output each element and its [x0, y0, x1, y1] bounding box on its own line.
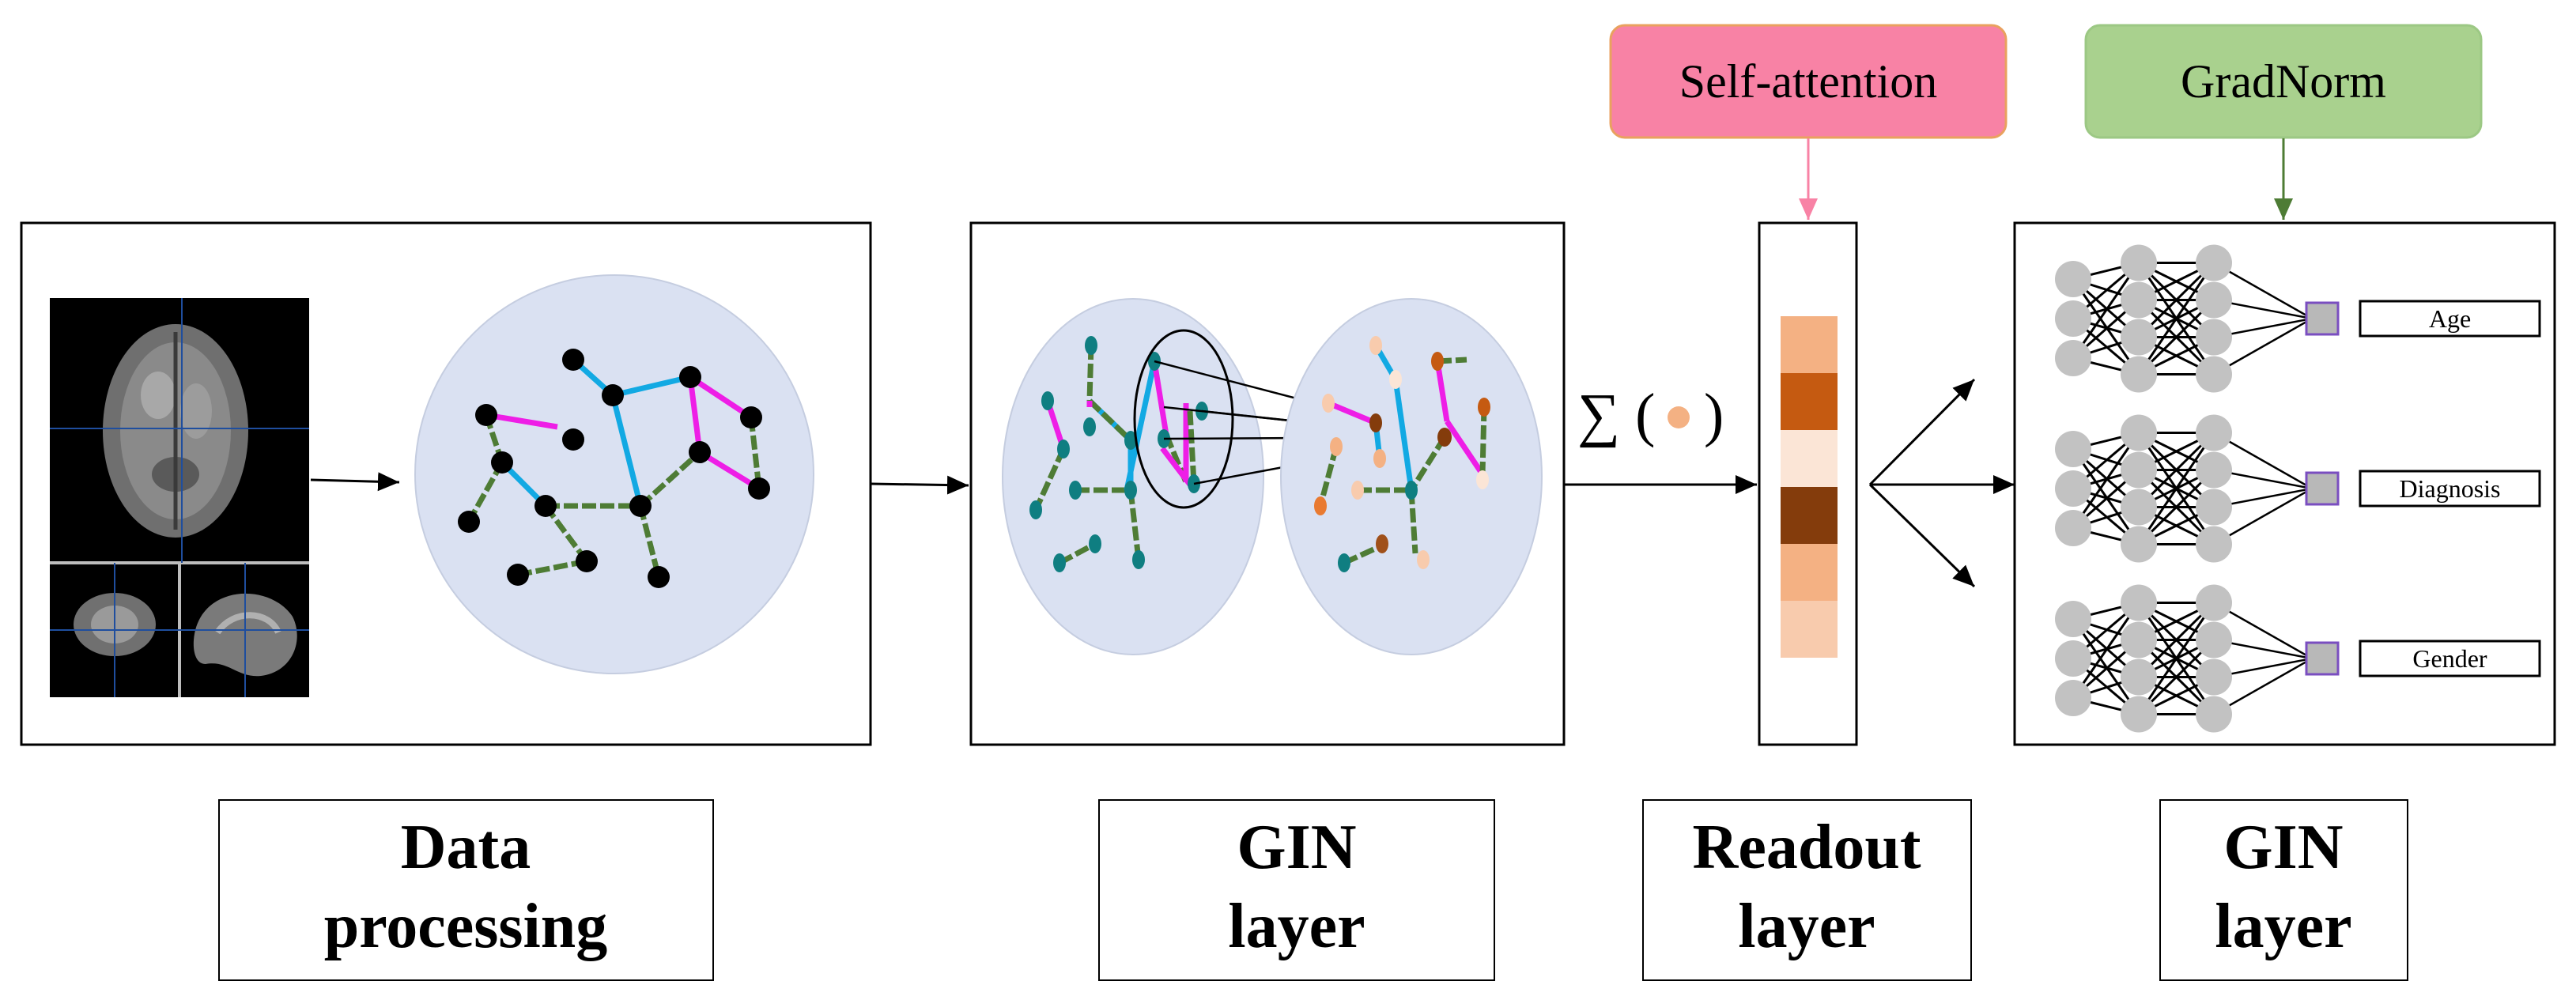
neuron	[2121, 621, 2157, 658]
gradnorm-module	[2084, 24, 2483, 139]
neuron	[2121, 356, 2157, 393]
neuron	[2055, 431, 2091, 467]
readout-vector	[1781, 316, 1838, 658]
neuron	[2055, 300, 2091, 337]
sum-close: )	[1704, 382, 1724, 448]
mri-images	[50, 298, 309, 697]
readout-cell	[1781, 487, 1838, 544]
task-label-box	[2359, 300, 2541, 338]
svg-text:layer: layer	[2215, 892, 2351, 961]
neuron	[2121, 489, 2157, 526]
readout-operator: ∑ ( )	[1577, 382, 1724, 448]
brain-graph	[414, 274, 814, 674]
fan-out-arrows	[1868, 378, 2015, 588]
neuron	[2055, 470, 2091, 507]
neuron	[2121, 526, 2157, 563]
svg-text:GIN: GIN	[1237, 813, 1356, 882]
caption-readout-layer: Readout layer	[1642, 799, 1972, 981]
neuron	[2121, 658, 2157, 696]
neuron	[2196, 281, 2232, 319]
neuron	[2055, 510, 2091, 546]
readout-cell	[1781, 601, 1838, 658]
svg-text:layer: layer	[1228, 892, 1365, 961]
task-head-diagnosis: Diagnosis	[2055, 414, 2541, 563]
sum-symbol: ∑ (	[1577, 382, 1656, 448]
neuron	[2196, 356, 2232, 393]
arrow-mri-to-graph	[310, 472, 400, 492]
readout-cell	[1781, 373, 1838, 430]
graph-background	[414, 274, 814, 674]
svg-text:Readout: Readout	[1693, 813, 1921, 882]
neuron	[2121, 451, 2157, 489]
neuron	[2196, 244, 2232, 281]
svg-text:GIN: GIN	[2223, 813, 2343, 882]
neuron	[2196, 658, 2232, 696]
self-attention-module	[1609, 24, 2008, 139]
neuron	[2196, 451, 2232, 489]
neuron	[2121, 584, 2157, 621]
neuron	[2055, 340, 2091, 376]
axial-brain-slice	[50, 298, 309, 563]
task-label: Age	[2429, 304, 2471, 333]
svg-text:processing: processing	[324, 892, 608, 961]
neuron	[2196, 621, 2232, 658]
neuron	[2196, 696, 2232, 733]
neuron	[2055, 640, 2091, 677]
neuron	[2055, 680, 2091, 716]
readout-cell	[1781, 430, 1838, 487]
neuron	[2196, 319, 2232, 356]
neuron	[2121, 281, 2157, 319]
output-node	[2305, 641, 2340, 676]
neuron	[2121, 414, 2157, 451]
svg-text:Data: Data	[401, 813, 531, 882]
coronal-brain-slice	[50, 563, 179, 697]
arrow-to-gin	[870, 475, 969, 495]
task-head-age: Age	[2055, 244, 2541, 393]
caption-gin-layer: GIN layer	[1098, 799, 1495, 981]
neuron	[2196, 489, 2232, 526]
readout-cell	[1781, 316, 1838, 373]
task-head-gender: Gender	[2055, 584, 2541, 733]
caption-gin-layer-heads: GIN layer	[2159, 799, 2408, 981]
neuron	[2196, 526, 2232, 563]
self-attention-label: Self-attention	[1679, 55, 1938, 108]
sagittal-brain-slice	[179, 563, 309, 697]
neuron	[2121, 696, 2157, 733]
task-label-box	[2359, 470, 2541, 508]
readout-dot-icon	[1668, 406, 1690, 428]
task-label: Diagnosis	[2400, 474, 2501, 503]
caption-data-processing: Data processing	[218, 799, 714, 981]
gradnorm-label: GradNorm	[2181, 55, 2386, 108]
readout-cell	[1781, 544, 1838, 601]
neuron	[2121, 244, 2157, 281]
task-label-box	[2359, 640, 2541, 677]
neuron	[2196, 414, 2232, 451]
neighborhood-ring	[1133, 329, 1234, 509]
output-node	[2305, 471, 2340, 506]
task-label: Gender	[2412, 644, 2487, 673]
svg-text:layer: layer	[1738, 892, 1875, 961]
neuron	[2196, 584, 2232, 621]
gin-output-graph	[1280, 298, 1543, 655]
neuron	[2055, 261, 2091, 297]
output-node	[2305, 301, 2340, 336]
gin-input-graph	[1002, 298, 1264, 655]
neuron	[2121, 319, 2157, 356]
neuron	[2055, 601, 2091, 637]
